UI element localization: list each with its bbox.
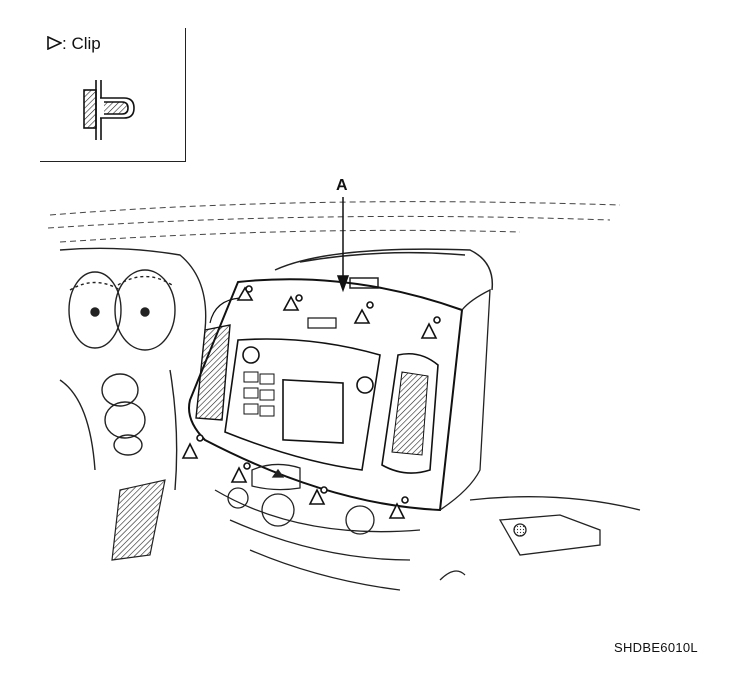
callout-arrow-a — [336, 197, 350, 293]
legend-box — [40, 28, 186, 162]
figure-code: SHDBE6010L — [614, 640, 698, 655]
right-air-vent — [381, 352, 439, 474]
clip-marker — [282, 294, 303, 311]
callout-label-a: A — [336, 177, 348, 194]
clip-marker — [236, 285, 254, 301]
left-lower-grille — [111, 479, 166, 561]
legend-label: : Clip — [46, 34, 101, 54]
triangle-clip-icon — [47, 36, 62, 50]
passenger-dash — [439, 288, 641, 581]
legend-text: Clip — [71, 34, 101, 53]
clip-marker — [420, 316, 441, 339]
clip-marker — [230, 462, 251, 483]
top-display-housing — [274, 248, 494, 291]
clip-detail-illustration — [83, 80, 135, 140]
clip-marker — [308, 486, 328, 505]
audio-display-unit — [224, 317, 381, 471]
left-air-vent — [195, 324, 231, 421]
clip-marker — [181, 434, 204, 459]
instrument-cluster — [59, 247, 207, 351]
lower-center-controls — [214, 463, 421, 591]
legend-separator: : — [62, 34, 67, 53]
center-fascia-panel — [188, 278, 464, 512]
clip-marker — [388, 496, 409, 519]
steering-column — [59, 369, 178, 491]
windshield-lines — [47, 201, 621, 243]
clip-marker — [353, 301, 374, 324]
clip-markers — [181, 285, 441, 519]
